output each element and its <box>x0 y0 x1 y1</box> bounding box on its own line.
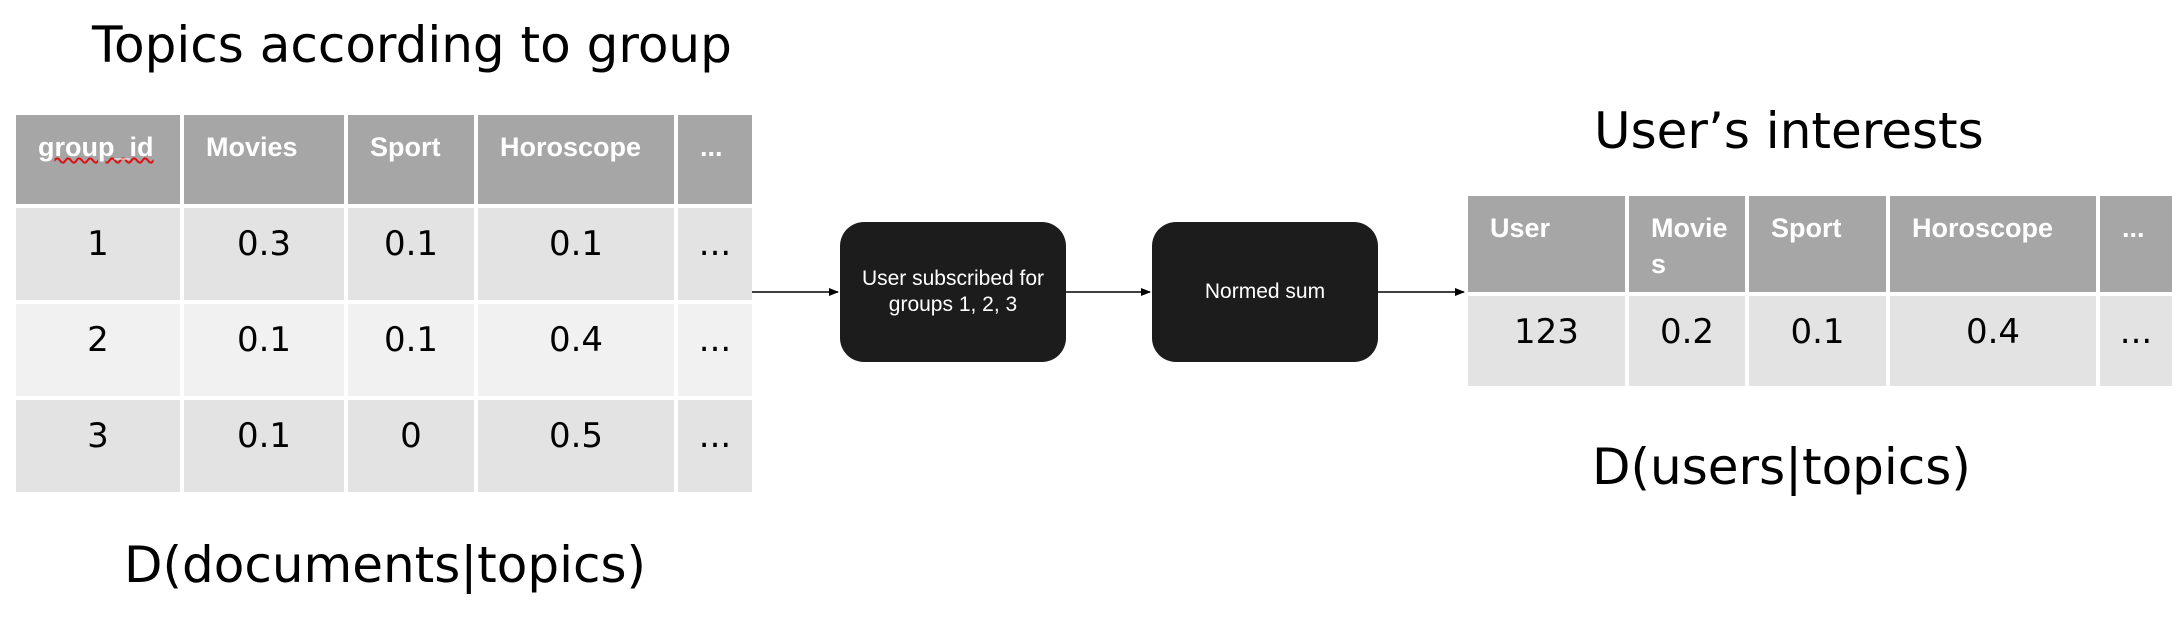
left-table-caption: D(documents|topics) <box>124 536 647 594</box>
col-header-horoscope: Horoscope <box>1890 196 2096 292</box>
table-cell: 0.1 <box>1749 296 1886 386</box>
table-header-row: group_id Movies Sport Horoscope ... <box>16 115 752 204</box>
col-header-group-id: group_id <box>16 115 180 204</box>
table-row: 3 0.1 0 0.5 ... <box>16 400 752 492</box>
col-header-more: ... <box>678 115 752 204</box>
right-table-title: User’s interests <box>1594 102 1984 160</box>
col-header-movies: Movies <box>184 115 344 204</box>
table-cell: 2 <box>16 304 180 396</box>
col-header-sport: Sport <box>1749 196 1886 292</box>
table-cell: 0.4 <box>478 304 674 396</box>
table-cell: 0 <box>348 400 474 492</box>
col-header-sport: Sport <box>348 115 474 204</box>
left-table-title: Topics according to group <box>92 16 732 74</box>
table-cell: ... <box>678 208 752 300</box>
col-header-movies: Movies <box>1629 196 1745 292</box>
table-cell: 0.1 <box>184 400 344 492</box>
subscription-step-box: User subscribed for groups 1, 2, 3 <box>840 222 1066 362</box>
table-cell: 1 <box>16 208 180 300</box>
table-header-row: User Movies Sport Horoscope ... <box>1468 196 2172 292</box>
table-cell: 0.1 <box>478 208 674 300</box>
table-cell: 0.5 <box>478 400 674 492</box>
table-cell: ... <box>678 400 752 492</box>
table-cell: ... <box>678 304 752 396</box>
table-cell: 0.1 <box>184 304 344 396</box>
table-cell: ... <box>2100 296 2172 386</box>
col-header-horoscope: Horoscope <box>478 115 674 204</box>
col-header-more: ... <box>2100 196 2172 292</box>
right-table-caption: D(users|topics) <box>1592 438 1971 496</box>
table-cell: 0.1 <box>348 304 474 396</box>
users-topics-table: User Movies Sport Horoscope ... 123 0.2 … <box>1464 192 2176 390</box>
col-header-user: User <box>1468 196 1625 292</box>
table-cell: 0.3 <box>184 208 344 300</box>
table-cell: 3 <box>16 400 180 492</box>
table-row: 1 0.3 0.1 0.1 ... <box>16 208 752 300</box>
table-row: 123 0.2 0.1 0.4 ... <box>1468 296 2172 386</box>
table-cell: 0.4 <box>1890 296 2096 386</box>
table-cell: 0.2 <box>1629 296 1745 386</box>
normed-sum-box: Normed sum <box>1152 222 1378 362</box>
documents-topics-table: group_id Movies Sport Horoscope ... 1 0.… <box>12 111 756 496</box>
table-cell: 0.1 <box>348 208 474 300</box>
table-cell: 123 <box>1468 296 1625 386</box>
table-row: 2 0.1 0.1 0.4 ... <box>16 304 752 396</box>
